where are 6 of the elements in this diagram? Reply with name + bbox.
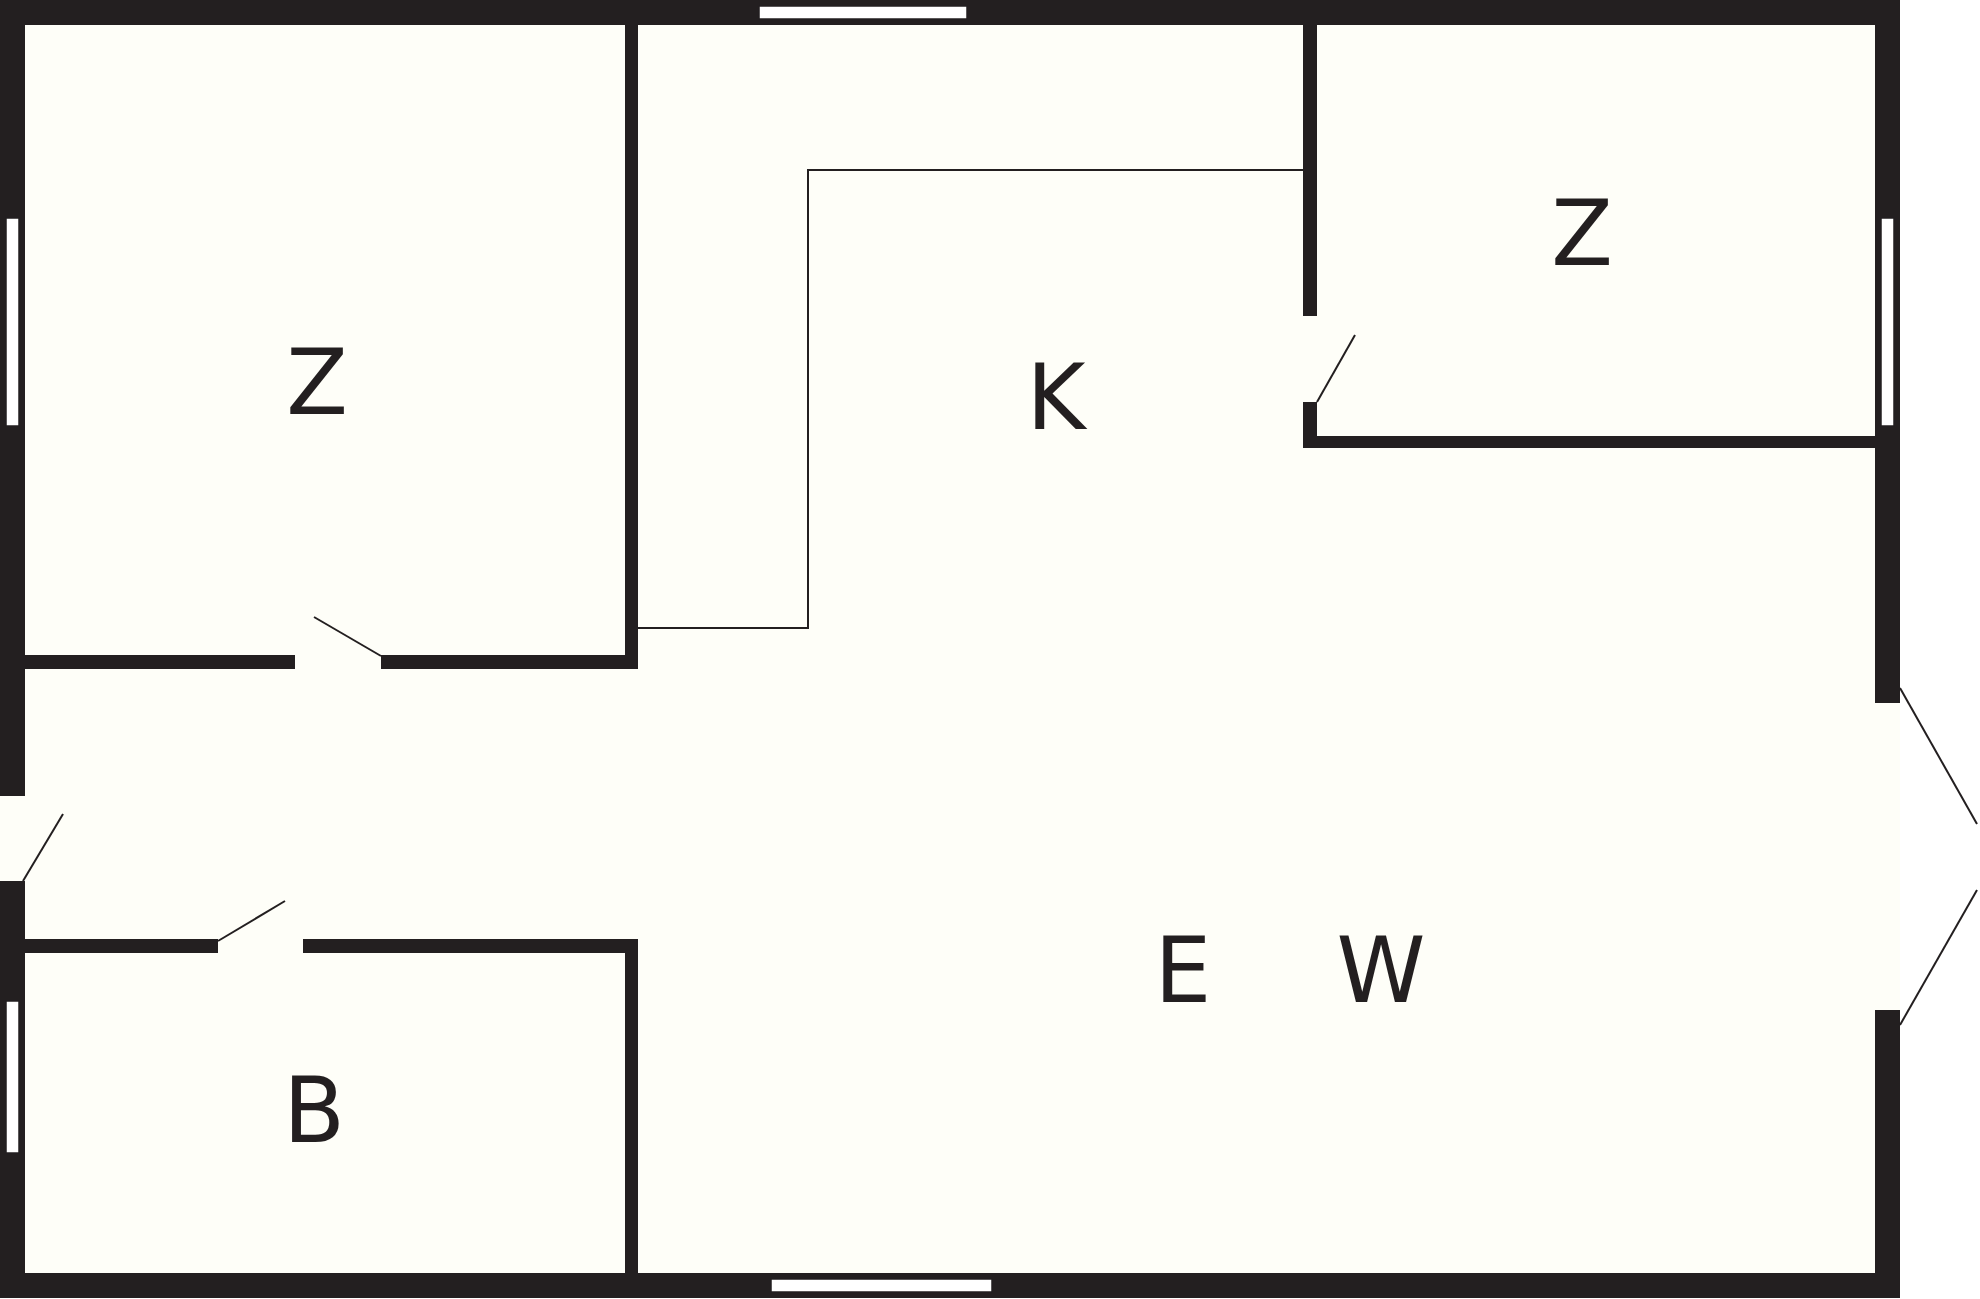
- room-label: Z: [1551, 189, 1613, 279]
- room-label: W: [1336, 926, 1426, 1016]
- room-label: B: [283, 1066, 345, 1156]
- room-label: K: [1026, 353, 1086, 443]
- room-label: Z: [286, 338, 348, 428]
- room-label: E: [1154, 926, 1212, 1016]
